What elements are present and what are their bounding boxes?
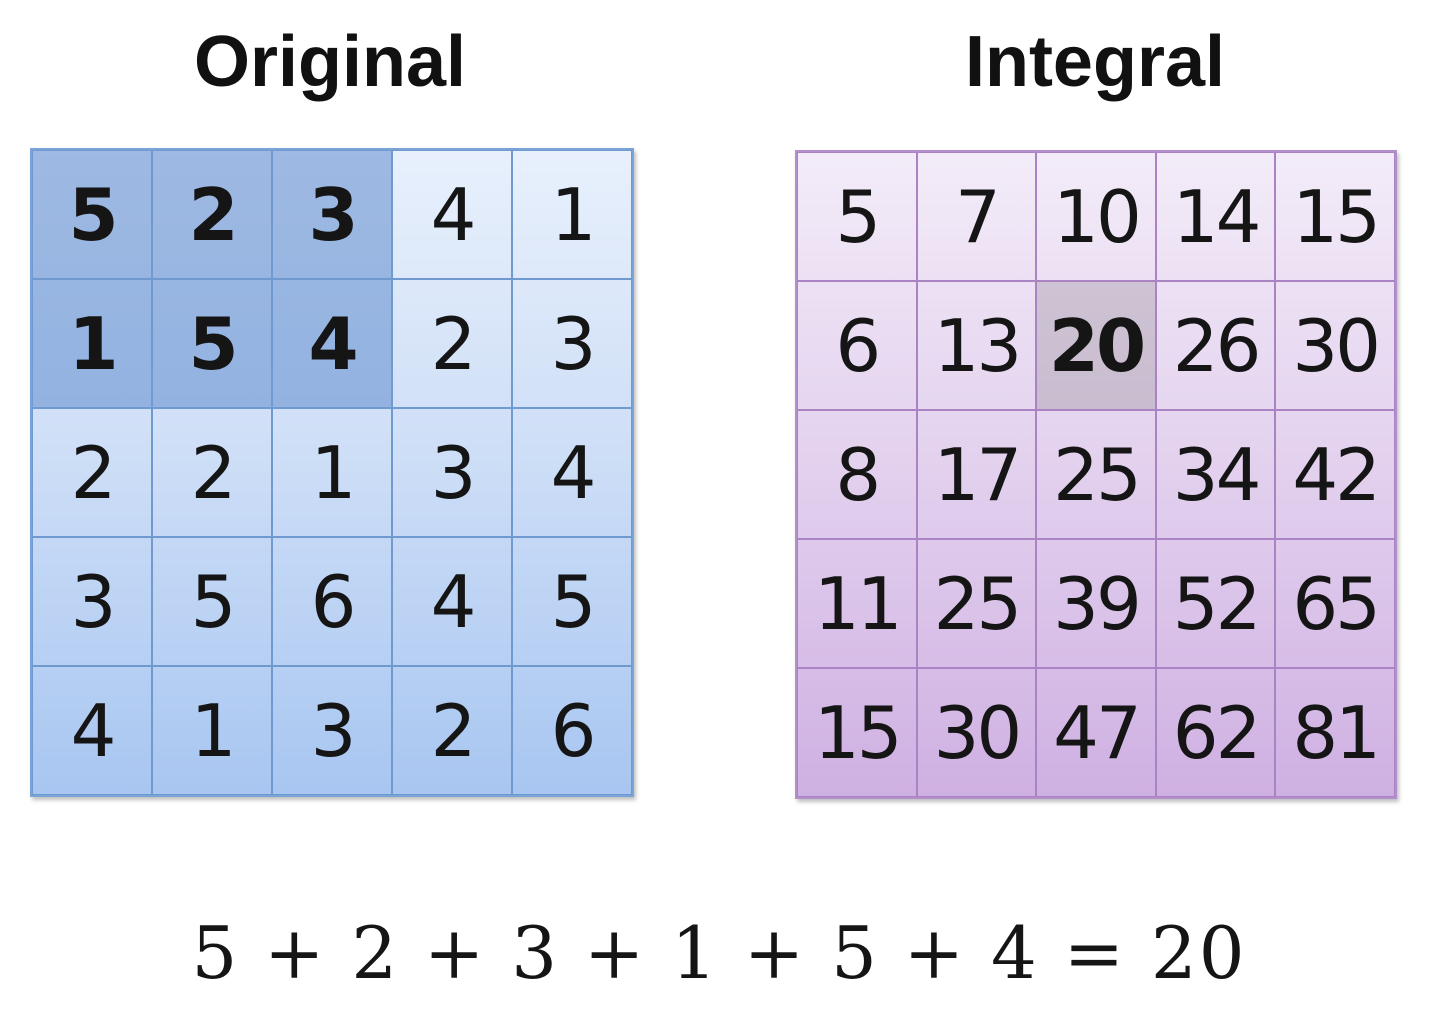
integral-cell-r0-c4: 15: [1275, 152, 1395, 281]
original-cell-r2-c4: 4: [512, 408, 632, 537]
integral-cell-r2-c1: 17: [916, 410, 1037, 539]
original-cell-r2-c0: 2: [32, 408, 152, 537]
integral-cell-r4-c2: 47: [1036, 668, 1156, 797]
original-title: Original: [193, 22, 467, 102]
integral-cell-r4-c4: 81: [1275, 668, 1395, 797]
integral-cell-r0-c1: 7: [916, 152, 1037, 281]
integral-cell-r2-c0: 8: [797, 410, 917, 539]
integral-cell-r1-c2: 20: [1036, 281, 1156, 410]
sum-equation: 5 + 2 + 3 + 1 + 5 + 4 = 20: [191, 911, 1247, 995]
integral-cell-r2-c2: 25: [1036, 410, 1156, 539]
original-cell-r0-c4: 1: [512, 150, 632, 279]
integral-cell-r0-c3: 14: [1155, 152, 1276, 281]
original-cell-r3-c3: 4: [392, 537, 512, 666]
original-cell-r0-c1: 2: [152, 150, 272, 279]
original-cell-r1-c2: 4: [272, 279, 392, 408]
integral-cell-r3-c1: 25: [916, 539, 1037, 668]
original-cell-r3-c4: 5: [512, 537, 632, 666]
original-cell-r2-c2: 1: [272, 408, 392, 537]
integral-title: Integral: [964, 22, 1226, 102]
original-cell-r1-c1: 5: [152, 279, 272, 408]
integral-cell-r3-c2: 39: [1036, 539, 1156, 668]
integral-cell-r1-c1: 13: [916, 281, 1037, 410]
original-cell-r2-c3: 3: [392, 408, 512, 537]
original-cell-r4-c2: 3: [272, 666, 392, 795]
integral-cell-r1-c0: 6: [797, 281, 917, 410]
integral-cell-r2-c3: 34: [1155, 410, 1276, 539]
original-cell-r1-c4: 3: [512, 279, 632, 408]
original-cell-r3-c2: 6: [272, 537, 392, 666]
integral-cell-r1-c4: 30: [1275, 281, 1395, 410]
integral-cell-r4-c1: 30: [916, 668, 1037, 797]
integral-cell-r3-c4: 65: [1275, 539, 1395, 668]
original-cell-r0-c2: 3: [272, 150, 392, 279]
integral-cell-r1-c3: 26: [1155, 281, 1276, 410]
original-cell-r0-c3: 4: [392, 150, 512, 279]
original-cell-r4-c4: 6: [512, 666, 632, 795]
original-cell-r4-c1: 1: [152, 666, 272, 795]
original-cell-r2-c1: 2: [152, 408, 272, 537]
integral-cell-r0-c0: 5: [797, 152, 917, 281]
integral-cell-r4-c3: 62: [1155, 668, 1276, 797]
original-cell-r3-c1: 5: [152, 537, 272, 666]
integral-cell-r4-c0: 15: [797, 668, 917, 797]
original-cell-r1-c3: 2: [392, 279, 512, 408]
original-cell-r0-c0: 5: [32, 150, 152, 279]
original-cell-r4-c0: 4: [32, 666, 152, 795]
integral-cell-r3-c3: 52: [1155, 539, 1276, 668]
integral-cell-r0-c2: 10: [1036, 152, 1156, 281]
original-cell-r1-c0: 1: [32, 279, 152, 408]
original-cell-r3-c0: 3: [32, 537, 152, 666]
integral-cell-r3-c0: 11: [797, 539, 917, 668]
original-cell-r4-c3: 2: [392, 666, 512, 795]
integral-cell-r2-c4: 42: [1275, 410, 1395, 539]
